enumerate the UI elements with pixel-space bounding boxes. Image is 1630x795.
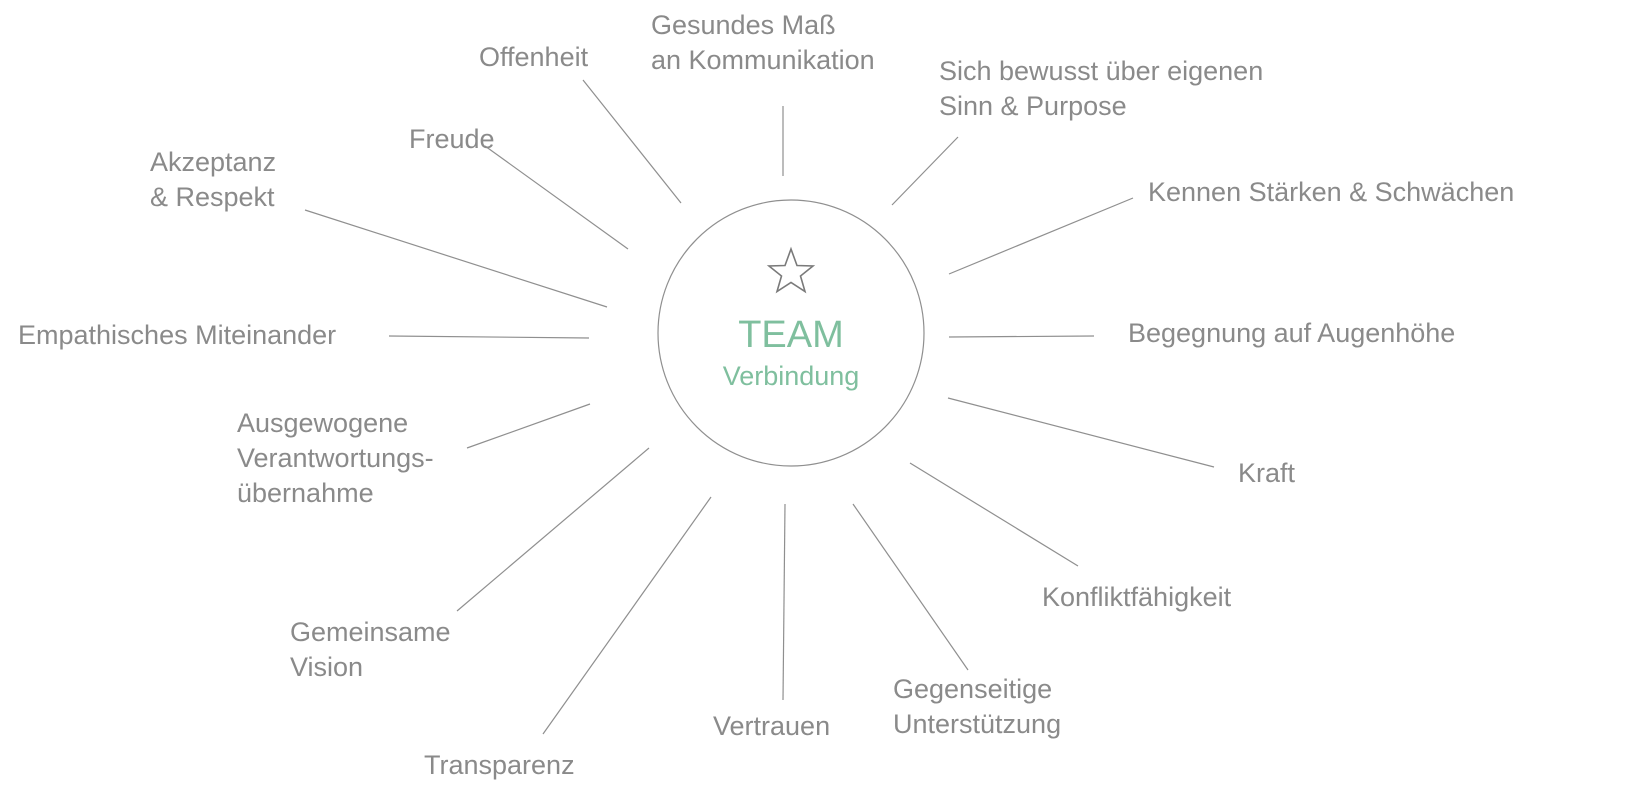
- node-label-line: Begegnung auf Augenhöhe: [1128, 318, 1455, 348]
- node-label-line: Verantwortungs-: [237, 443, 434, 473]
- spoke-vertrauen: [782, 503, 786, 701]
- node-label-line: Vertrauen: [713, 711, 830, 741]
- node-label-line: Gegenseitige: [893, 674, 1052, 704]
- node-label-empathie: Empathisches Miteinander: [18, 320, 336, 350]
- node-label-gesundes-mass: Gesundes Maß an Kommunikation: [651, 10, 875, 75]
- spoke-konfliktfaehigkeit: [909, 462, 1079, 567]
- node-label-line: Gesundes Maß: [651, 10, 836, 40]
- spoke-verantwortung: [466, 403, 591, 449]
- spoke-kraft: [947, 397, 1215, 468]
- spoke-augenhoehe: [948, 335, 1095, 338]
- spoke-vision: [456, 447, 650, 612]
- node-label-line: Kennen Stärken & Schwächen: [1148, 177, 1514, 207]
- node-label-vertrauen: Vertrauen: [713, 711, 830, 741]
- node-label-line: Unterstützung: [893, 709, 1061, 739]
- spoke-transparenz: [542, 496, 712, 735]
- node-label-line: Sich bewusst über eigenen: [939, 56, 1263, 86]
- node-label-line: Freude: [409, 124, 495, 154]
- node-label-line: & Respekt: [150, 182, 275, 212]
- node-label-line: an Kommunikation: [651, 45, 875, 75]
- spoke-empathie: [388, 335, 590, 339]
- spoke-freude: [484, 145, 629, 250]
- node-label-line: Ausgewogene: [237, 408, 408, 438]
- labels-group: Gesundes Maß an Kommunikation Sich bewusst…: [18, 10, 1514, 780]
- node-label-line: Konfliktfähigkeit: [1042, 582, 1232, 612]
- node-label-transparenz: Transparenz: [424, 750, 575, 780]
- node-label-line: Vision: [290, 652, 363, 682]
- node-label-freude: Freude: [409, 124, 495, 154]
- spoke-sinn-purpose: [891, 136, 959, 206]
- node-label-line: Empathisches Miteinander: [18, 320, 336, 350]
- spoke-staerken-schwaechen: [948, 197, 1134, 275]
- node-label-line: Offenheit: [479, 42, 589, 72]
- node-label-staerken-schwaechen: Kennen Stärken & Schwächen: [1148, 177, 1514, 207]
- spoke-unterstuetzung: [852, 503, 969, 671]
- node-label-konfliktfaehigkeit: Konfliktfähigkeit: [1042, 582, 1232, 612]
- spokes-group: [304, 79, 1215, 735]
- node-label-line: Transparenz: [424, 750, 575, 780]
- node-label-line: Gemeinsame: [290, 617, 451, 647]
- spoke-offenheit: [582, 79, 682, 204]
- node-label-line: Akzeptanz: [150, 147, 276, 177]
- node-label-offenheit: Offenheit: [479, 42, 589, 72]
- spoke-akzeptanz: [304, 209, 608, 308]
- center-circle: [657, 199, 925, 467]
- node-label-akzeptanz: Akzeptanz & Respekt: [150, 147, 276, 212]
- center-title: TEAM: [738, 314, 844, 356]
- node-label-line: Sinn & Purpose: [939, 91, 1127, 121]
- center-subtitle: Verbindung: [723, 361, 860, 391]
- node-label-kraft: Kraft: [1238, 458, 1296, 488]
- star-icon: [766, 246, 816, 294]
- node-label-line: Kraft: [1238, 458, 1296, 488]
- node-label-line: übernahme: [237, 478, 374, 508]
- node-label-augenhoehe: Begegnung auf Augenhöhe: [1128, 318, 1455, 348]
